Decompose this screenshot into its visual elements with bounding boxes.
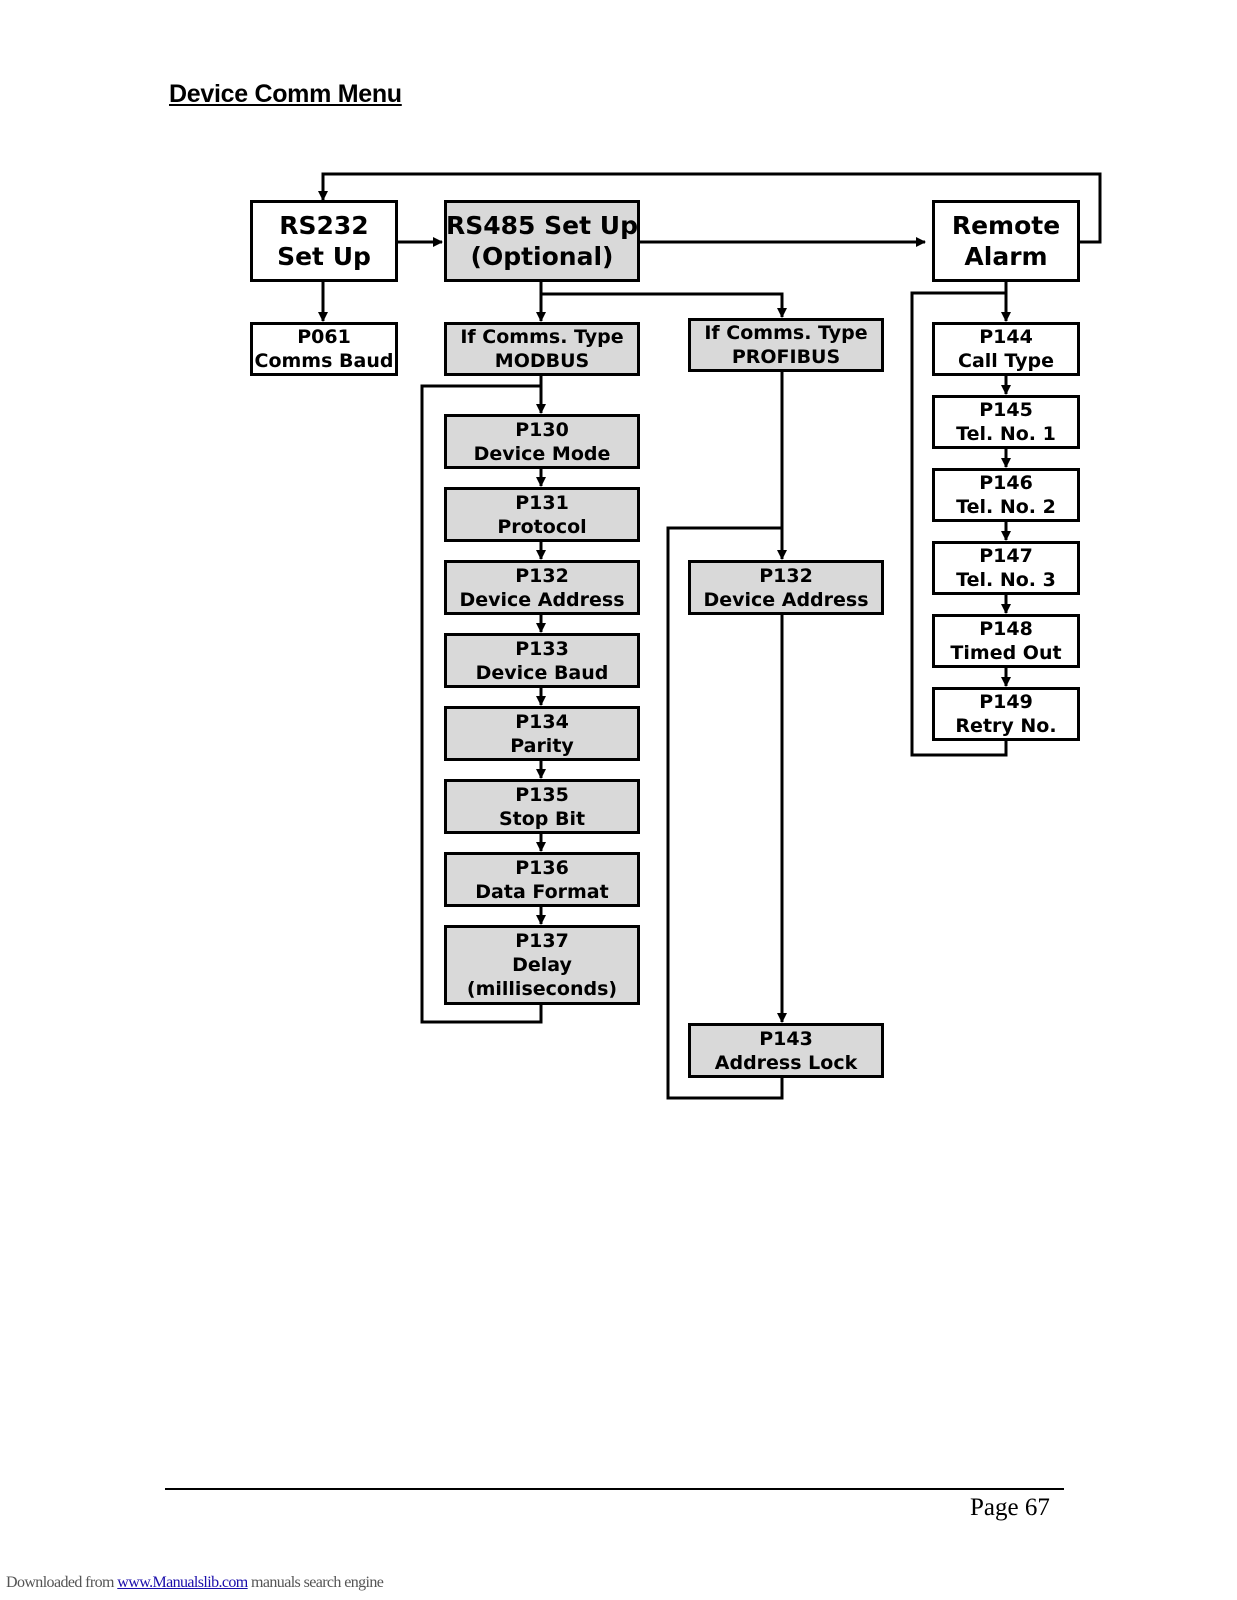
node-p147: P147 Tel. No. 3 bbox=[932, 541, 1080, 595]
node-label-line2: Timed Out bbox=[950, 642, 1062, 664]
node-label-line2: Parity bbox=[510, 734, 574, 757]
node-p136: P136 Data Format bbox=[444, 852, 640, 907]
node-label-line2: Comms Baud bbox=[254, 350, 394, 372]
node-label-line2: Device Mode bbox=[473, 442, 611, 465]
node-remote-alarm: Remote Alarm bbox=[932, 200, 1080, 282]
loop-p149-to-p144 bbox=[910, 291, 1008, 757]
node-label-line2: PROFIBUS bbox=[731, 346, 841, 368]
node-label-line1: P147 bbox=[979, 545, 1033, 567]
node-label-line1: P130 bbox=[515, 418, 569, 441]
loop-remote-to-rs232 bbox=[318, 172, 1102, 244]
node-label-line2: Set Up bbox=[277, 242, 371, 271]
footer-divider bbox=[165, 1488, 1064, 1490]
manualslib-link[interactable]: www.Manualslib.com bbox=[117, 1574, 248, 1591]
node-label-line1: P133 bbox=[515, 637, 569, 660]
node-p149: P149 Retry No. bbox=[932, 687, 1080, 741]
page-title: Device Comm Menu bbox=[169, 80, 402, 108]
node-label-line1: P149 bbox=[979, 691, 1033, 713]
node-label-line1: P145 bbox=[979, 399, 1033, 421]
node-p146: P146 Tel. No. 2 bbox=[932, 468, 1080, 522]
node-profibus: If Comms. Type PROFIBUS bbox=[688, 318, 884, 372]
node-rs232-setup: RS232 Set Up bbox=[250, 200, 398, 282]
node-rs485-setup: RS485 Set Up (Optional) bbox=[444, 200, 640, 282]
node-modbus: If Comms. Type MODBUS bbox=[444, 322, 640, 376]
download-prefix: Downloaded from bbox=[6, 1574, 114, 1591]
page-number: Page 67 bbox=[970, 1494, 1050, 1521]
node-label-line1: If Comms. Type bbox=[460, 326, 624, 348]
download-note: Downloaded from www.Manualslib.com manua… bbox=[6, 1574, 384, 1592]
download-suffix: manuals search engine bbox=[247, 1574, 384, 1591]
node-label-line2: Device Address bbox=[703, 588, 869, 611]
node-label-line1: P131 bbox=[515, 491, 569, 514]
node-p134: P134 Parity bbox=[444, 706, 640, 761]
node-p133: P133 Device Baud bbox=[444, 633, 640, 688]
node-label-line2: Device Address bbox=[459, 588, 625, 611]
node-label-line1: P132 bbox=[515, 564, 569, 587]
node-label-line2: MODBUS bbox=[494, 350, 590, 372]
node-label-line2: Address Lock bbox=[714, 1051, 858, 1074]
node-label-line2: Tel. No. 3 bbox=[956, 569, 1056, 591]
node-label-line1: P132 bbox=[759, 564, 813, 587]
node-label-line2: (Optional) bbox=[470, 242, 614, 271]
node-label-line2: Delay bbox=[512, 954, 572, 976]
node-label-line2: Stop Bit bbox=[498, 807, 586, 830]
node-label-line1: P146 bbox=[979, 472, 1033, 494]
node-label-line1: If Comms. Type bbox=[704, 322, 868, 344]
node-label-line1: P134 bbox=[515, 710, 569, 733]
node-label-line2: Tel. No. 1 bbox=[956, 423, 1056, 445]
node-p144: P144 Call Type bbox=[932, 322, 1080, 376]
node-label-line2: Call Type bbox=[958, 350, 1054, 372]
node-label-line2: Retry No. bbox=[955, 715, 1057, 737]
node-p145: P145 Tel. No. 1 bbox=[932, 395, 1080, 449]
node-p061: P061 Comms Baud bbox=[250, 322, 398, 376]
node-label-line2: Data Format bbox=[475, 880, 609, 903]
node-label-line1: P144 bbox=[979, 326, 1033, 348]
node-label-line1: Remote bbox=[951, 211, 1061, 240]
node-label-line2: Alarm bbox=[964, 242, 1048, 271]
node-label-line1: P135 bbox=[515, 783, 569, 806]
loop-p137-to-p130 bbox=[420, 384, 543, 1024]
node-label-line2: Tel. No. 2 bbox=[956, 496, 1056, 518]
node-label-line1: P148 bbox=[979, 618, 1033, 640]
node-p137: P137 Delay (milliseconds) bbox=[444, 925, 640, 1005]
node-p130: P130 Device Mode bbox=[444, 414, 640, 469]
node-label-line2: Protocol bbox=[497, 515, 587, 538]
node-p132-profibus: P132 Device Address bbox=[688, 560, 884, 615]
node-p132-modbus: P132 Device Address bbox=[444, 560, 640, 615]
node-label-line1: P137 bbox=[515, 930, 569, 952]
node-label-line1: P061 bbox=[297, 326, 351, 348]
arrow-rs485-to-profibus bbox=[541, 292, 787, 318]
loop-p143-to-p132 bbox=[666, 526, 784, 1100]
node-label-line1: RS232 bbox=[279, 211, 369, 240]
node-label-line3: (milliseconds) bbox=[466, 978, 618, 1000]
node-p131: P131 Protocol bbox=[444, 487, 640, 542]
node-label-line1: P136 bbox=[515, 856, 569, 879]
node-p135: P135 Stop Bit bbox=[444, 779, 640, 834]
node-p143: P143 Address Lock bbox=[688, 1023, 884, 1078]
node-label-line1: RS485 Set Up bbox=[446, 211, 638, 240]
node-label-line2: Device Baud bbox=[475, 661, 609, 684]
node-p148: P148 Timed Out bbox=[932, 614, 1080, 668]
node-label-line1: P143 bbox=[759, 1027, 813, 1050]
